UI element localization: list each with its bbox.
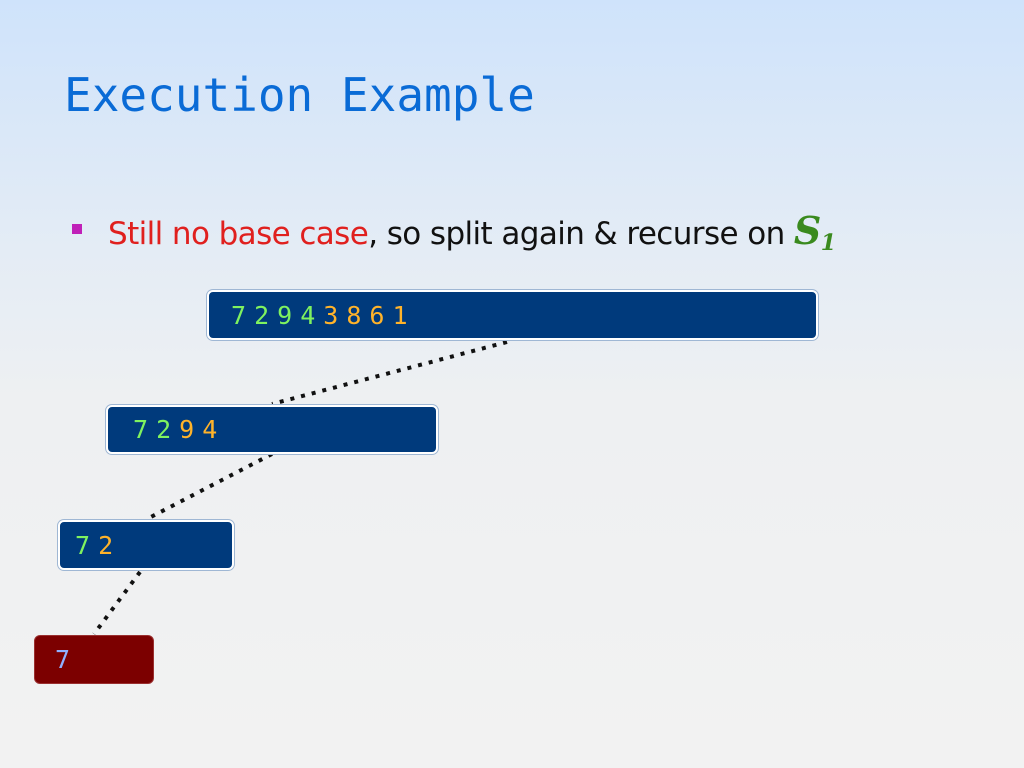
connector-level2-level3 <box>92 570 142 636</box>
square-bullet-icon <box>72 224 82 234</box>
sequence-box-level0: 7 2 9 4 3 8 6 1 <box>207 290 818 340</box>
slide-title: Execution Example <box>64 68 535 122</box>
digit: 8 <box>346 300 362 330</box>
digit: 3 <box>323 300 339 330</box>
digit: 9 <box>179 415 195 444</box>
digit: 2 <box>98 530 114 560</box>
sequence-subscript: 1 <box>820 230 836 256</box>
sequence-box-level1: 7 2 9 4 <box>106 405 438 454</box>
sequence-symbol: S1 <box>793 208 836 256</box>
digit: 2 <box>254 300 270 330</box>
digit: 4 <box>202 415 218 444</box>
digit: 7 <box>133 415 149 444</box>
bullet-highlight: Still no base case <box>108 216 369 252</box>
digit: 7 <box>75 530 91 560</box>
digit: 4 <box>300 300 316 330</box>
digit: 9 <box>277 300 293 330</box>
base-case-box: 7 <box>34 635 154 684</box>
digit: 1 <box>392 300 408 330</box>
digit: 7 <box>55 645 71 674</box>
bullet-text: Still no base case, so split again & rec… <box>108 208 836 256</box>
digit: 2 <box>156 415 172 444</box>
digit: 6 <box>369 300 385 330</box>
sequence-box-level2: 7 2 <box>58 520 234 570</box>
connector-level0-level1 <box>271 340 508 406</box>
digit: 7 <box>231 300 247 330</box>
bullet-rest: , so split again & recurse on <box>368 216 794 252</box>
connector-level1-level2 <box>146 452 273 521</box>
